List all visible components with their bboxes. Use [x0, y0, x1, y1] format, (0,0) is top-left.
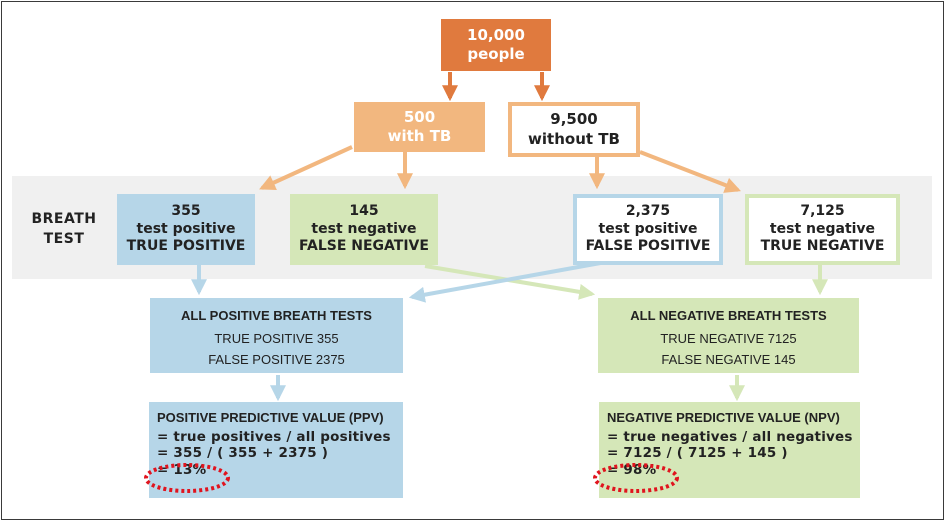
ppv-result: = 13%: [157, 461, 207, 478]
all-positive-title: ALL POSITIVE BREATH TESTS: [181, 308, 372, 323]
all-positive-false: FALSE POSITIVE 2375: [208, 351, 345, 367]
all-negative-box: ALL NEGATIVE BREATH TESTS TRUE NEGATIVE …: [598, 298, 859, 373]
false-positive-desc: test positive: [598, 220, 698, 237]
npv-formula: = true negatives / all negatives: [607, 429, 853, 445]
false-positive-count: 2,375: [625, 202, 671, 219]
true-positive-box: 355 test positive TRUE POSITIVE: [117, 194, 255, 265]
root-label: people: [467, 45, 525, 63]
true-negative-desc: test negative: [769, 220, 876, 237]
npv-calculation: = 7125 / ( 7125 + 145 ): [607, 445, 788, 462]
arrow-false-positive-to-all-positive: [408, 260, 607, 303]
arrow-without-tb-to-true-negative: [639, 150, 741, 193]
ppv-calculation: = 355 / ( 355 + 2375 ): [157, 445, 329, 462]
npv-title: NEGATIVE PREDICTIVE VALUE (NPV): [607, 410, 840, 425]
without-tb-box: 9,500 without TB: [508, 102, 640, 157]
false-negative-label: FALSE NEGATIVE: [299, 238, 429, 255]
with-tb-count: 500: [403, 107, 436, 126]
false-positive-label: FALSE POSITIVE: [585, 238, 711, 255]
all-negative-true: TRUE NEGATIVE 7125: [660, 331, 797, 346]
true-positive-count: 355: [171, 202, 201, 219]
ppv-formula: = true positives / all positives: [157, 429, 391, 445]
without-tb-label: without TB: [528, 129, 620, 148]
true-negative-count: 7,125: [800, 202, 845, 219]
true-positive-label: TRUE POSITIVE: [126, 238, 246, 255]
without-tb-count: 9,500: [550, 110, 598, 129]
true-negative-box: 7,125 test negative TRUE NEGATIVE: [745, 194, 900, 265]
false-negative-box: 145 test negative FALSE NEGATIVE: [290, 194, 438, 265]
all-positive-box: ALL POSITIVE BREATH TESTS TRUE POSITIVE …: [150, 298, 403, 373]
ppv-title: POSITIVE PREDICTIVE VALUE (PPV): [157, 410, 384, 425]
npv-box: NEGATIVE PREDICTIVE VALUE (NPV) = true n…: [599, 402, 860, 498]
false-positive-box: 2,375 test positive FALSE POSITIVE: [573, 194, 723, 265]
true-positive-desc: test positive: [136, 220, 236, 237]
root-count: 10,000: [467, 25, 525, 44]
false-negative-count: 145: [349, 202, 379, 219]
npv-result: = 98%: [607, 461, 657, 478]
root-people-box: 10,000 people: [441, 19, 551, 71]
true-negative-label: TRUE NEGATIVE: [760, 238, 885, 255]
npv-result-highlight: [593, 463, 679, 493]
ppv-result-highlight: [144, 463, 230, 493]
all-negative-false: FALSE NEGATIVE 145: [661, 351, 796, 367]
with-tb-label: with TB: [387, 127, 452, 145]
breath-test-label: BREATH TEST: [31, 211, 97, 247]
false-negative-desc: test negative: [311, 220, 417, 237]
all-negative-title: ALL NEGATIVE BREATH TESTS: [630, 308, 827, 323]
all-positive-true: TRUE POSITIVE 355: [214, 331, 339, 346]
with-tb-box: 500 with TB: [354, 102, 485, 152]
arrow-with-tb-to-true-positive: [259, 145, 353, 190]
ppv-box: POSITIVE PREDICTIVE VALUE (PPV) = true p…: [149, 402, 403, 498]
